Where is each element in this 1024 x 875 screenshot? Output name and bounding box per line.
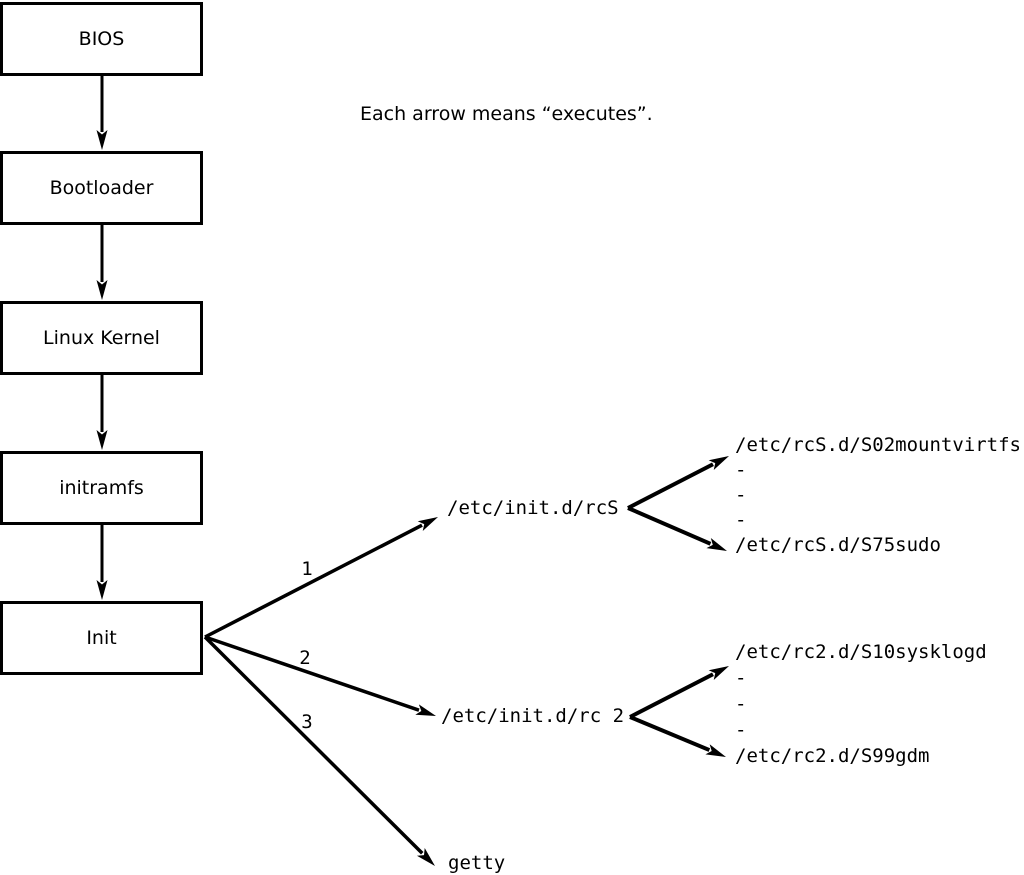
rc2-script-s10sysklogd: /etc/rc2.d/S10sysklogd: [735, 641, 987, 663]
rc2-script-list: /etc/rc2.d/S10sysklogd - - - /etc/rc2.d/…: [735, 639, 987, 769]
rcs-script-ellipsis-dash: -: [735, 484, 747, 506]
arrow-rc2-to-s10sysklogd: [629, 665, 730, 719]
rcs-script-ellipsis-dash: -: [735, 459, 747, 481]
legend-note: Each arrow means “executes”.: [360, 103, 653, 125]
rcs-script-ellipsis-dash: -: [735, 509, 747, 531]
arrow-rc2-to-s99gdm: [629, 715, 726, 758]
rcs-script-s02mountvirtfs: /etc/rcS.d/S02mountvirtfs: [735, 434, 1021, 456]
label-getty: getty: [448, 852, 506, 874]
box-linux-kernel-label: Linux Kernel: [43, 327, 160, 349]
label-etc-init-d-rcs: /etc/init.d/rcS: [447, 497, 619, 519]
arrow-rcs-to-s02mountvirtfs: [627, 456, 730, 510]
rcs-script-list: /etc/rcS.d/S02mountvirtfs - - - /etc/rcS…: [735, 433, 1021, 558]
box-bootloader-label: Bootloader: [49, 177, 154, 199]
arrow-init-to-rc2: [204, 635, 437, 717]
arrow-init-to-rcs: [204, 516, 439, 639]
rc2-script-ellipsis-dash: -: [735, 719, 747, 741]
box-bios-label: BIOS: [78, 28, 125, 50]
label-etc-init-d-rc2: /etc/init.d/rc 2: [441, 705, 625, 727]
box-init: Init: [0, 601, 203, 675]
box-initramfs: initramfs: [0, 451, 203, 525]
rc2-script-s99gdm: /etc/rc2.d/S99gdm: [735, 745, 930, 767]
branch-3-number: 3: [301, 711, 313, 733]
arrow-rcs-to-s75sudo: [627, 506, 727, 552]
box-linux-kernel: Linux Kernel: [0, 301, 203, 375]
box-initramfs-label: initramfs: [59, 477, 144, 499]
arrow-init-to-getty: [203, 635, 435, 867]
branch-2-number: 2: [299, 647, 311, 669]
box-bootloader: Bootloader: [0, 151, 203, 225]
box-init-label: Init: [86, 627, 117, 649]
rc2-script-ellipsis-dash: -: [735, 693, 747, 715]
branch-1-number: 1: [301, 558, 313, 580]
box-bios: BIOS: [0, 2, 203, 76]
rcs-script-s75sudo: /etc/rcS.d/S75sudo: [735, 534, 941, 556]
rc2-script-ellipsis-dash: -: [735, 667, 747, 689]
